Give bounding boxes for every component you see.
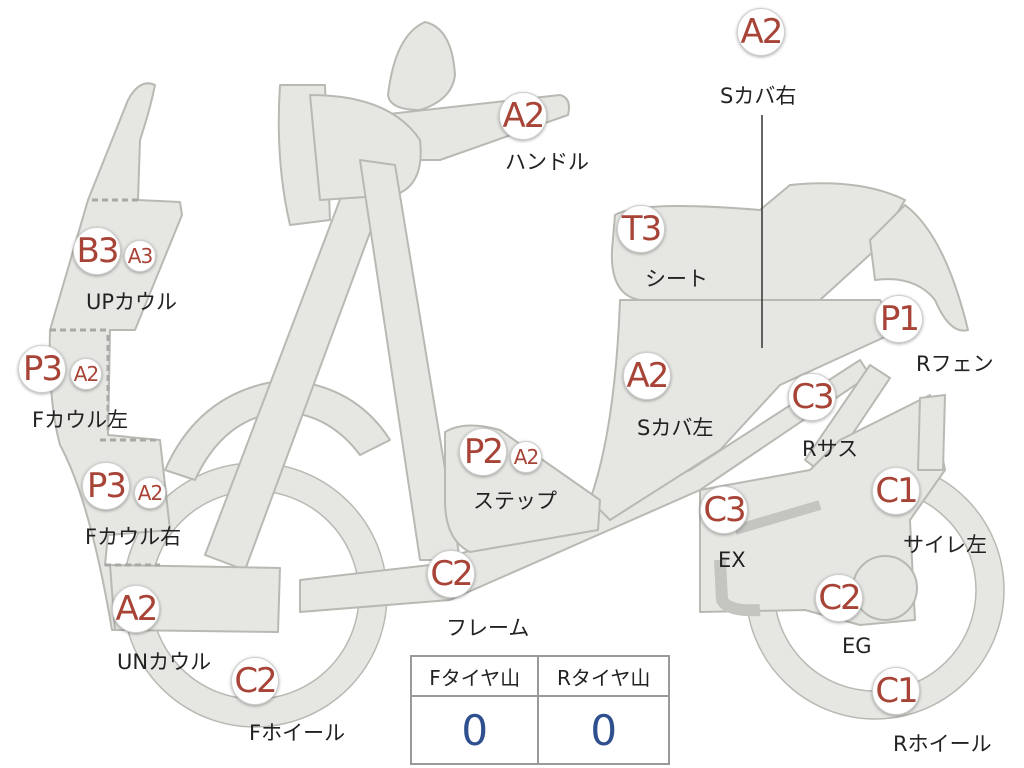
r-wheel-grade-badge[interactable]: C1	[872, 667, 920, 715]
engine-hub-shape	[852, 555, 918, 621]
seat-shape	[610, 182, 906, 301]
up-cowl-subgrade-badge[interactable]: A3	[124, 240, 156, 272]
r-tire-header: Rタイヤ山	[537, 655, 670, 697]
step-label: ステップ	[473, 489, 557, 513]
side-cover-shape	[589, 299, 901, 521]
silencer-shape	[917, 394, 946, 471]
f-tire-header: Fタイヤ山	[409, 655, 540, 697]
handle-label: ハンドル	[505, 150, 589, 174]
table-row: 0 0	[409, 695, 670, 765]
r-suspension-grade-badge[interactable]: C3	[788, 373, 836, 421]
mirror-shape	[387, 21, 456, 111]
tire-tread-table: Fタイヤ山 Rタイヤ山 0 0	[409, 655, 670, 765]
seat-grade-badge[interactable]: T3	[617, 205, 665, 253]
table-header-row: Fタイヤ山 Rタイヤ山	[409, 655, 670, 697]
rear-fender-shape	[869, 204, 969, 332]
r-wheel-label: Rホイール	[893, 732, 992, 756]
f-cowl-left-grade-badge[interactable]: P3	[18, 345, 66, 393]
up-cowl-label: UPカウル	[86, 290, 178, 314]
frame-label: フレーム	[446, 616, 530, 640]
r-tire-value[interactable]: 0	[537, 695, 670, 765]
r-fender-grade-badge[interactable]: P1	[875, 295, 923, 343]
un-cowl-grade-badge[interactable]: A2	[112, 585, 160, 633]
front-fender-shape	[164, 379, 391, 481]
engine-grade-badge[interactable]: C2	[815, 574, 863, 622]
s-cover-left-grade-badge[interactable]: A2	[623, 352, 671, 400]
exhaust-label: EX	[718, 548, 746, 572]
exhaust-grade-badge[interactable]: C3	[700, 486, 748, 534]
step-grade-badge[interactable]: P2	[459, 428, 507, 476]
engine-label: EG	[842, 634, 872, 658]
exhaust-shape	[714, 559, 761, 617]
f-cowl-right-grade-badge[interactable]: P3	[82, 462, 130, 510]
f-tire-value[interactable]: 0	[409, 695, 540, 765]
handle-grade-badge[interactable]: A2	[499, 92, 547, 140]
up-cowl-grade-badge[interactable]: B3	[73, 227, 121, 275]
r-suspension-label: Rサス	[802, 437, 859, 461]
f-cowl-left-subgrade-badge[interactable]: A2	[70, 358, 102, 390]
step-subgrade-badge[interactable]: A2	[510, 441, 542, 473]
r-fender-label: Rフェン	[916, 352, 994, 376]
f-cowl-right-label: Fカウル右	[85, 525, 182, 549]
s-cover-right-grade-badge[interactable]: A2	[737, 8, 785, 56]
f-wheel-label: Fホイール	[249, 721, 346, 745]
s-cover-left-label: Sカバ左	[637, 416, 714, 440]
s-cover-right-label: Sカバ右	[720, 84, 797, 108]
f-cowl-right-subgrade-badge[interactable]: A2	[134, 477, 166, 509]
un-cowl-label: UNカウル	[117, 650, 212, 674]
silencer-left-label: サイレ左	[903, 533, 987, 557]
silencer-left-grade-badge[interactable]: C1	[872, 467, 920, 515]
f-wheel-grade-badge[interactable]: C2	[231, 657, 279, 705]
frame-grade-badge[interactable]: C2	[427, 550, 475, 598]
f-cowl-left-label: Fカウル左	[32, 408, 129, 432]
seat-label: シート	[645, 267, 708, 291]
